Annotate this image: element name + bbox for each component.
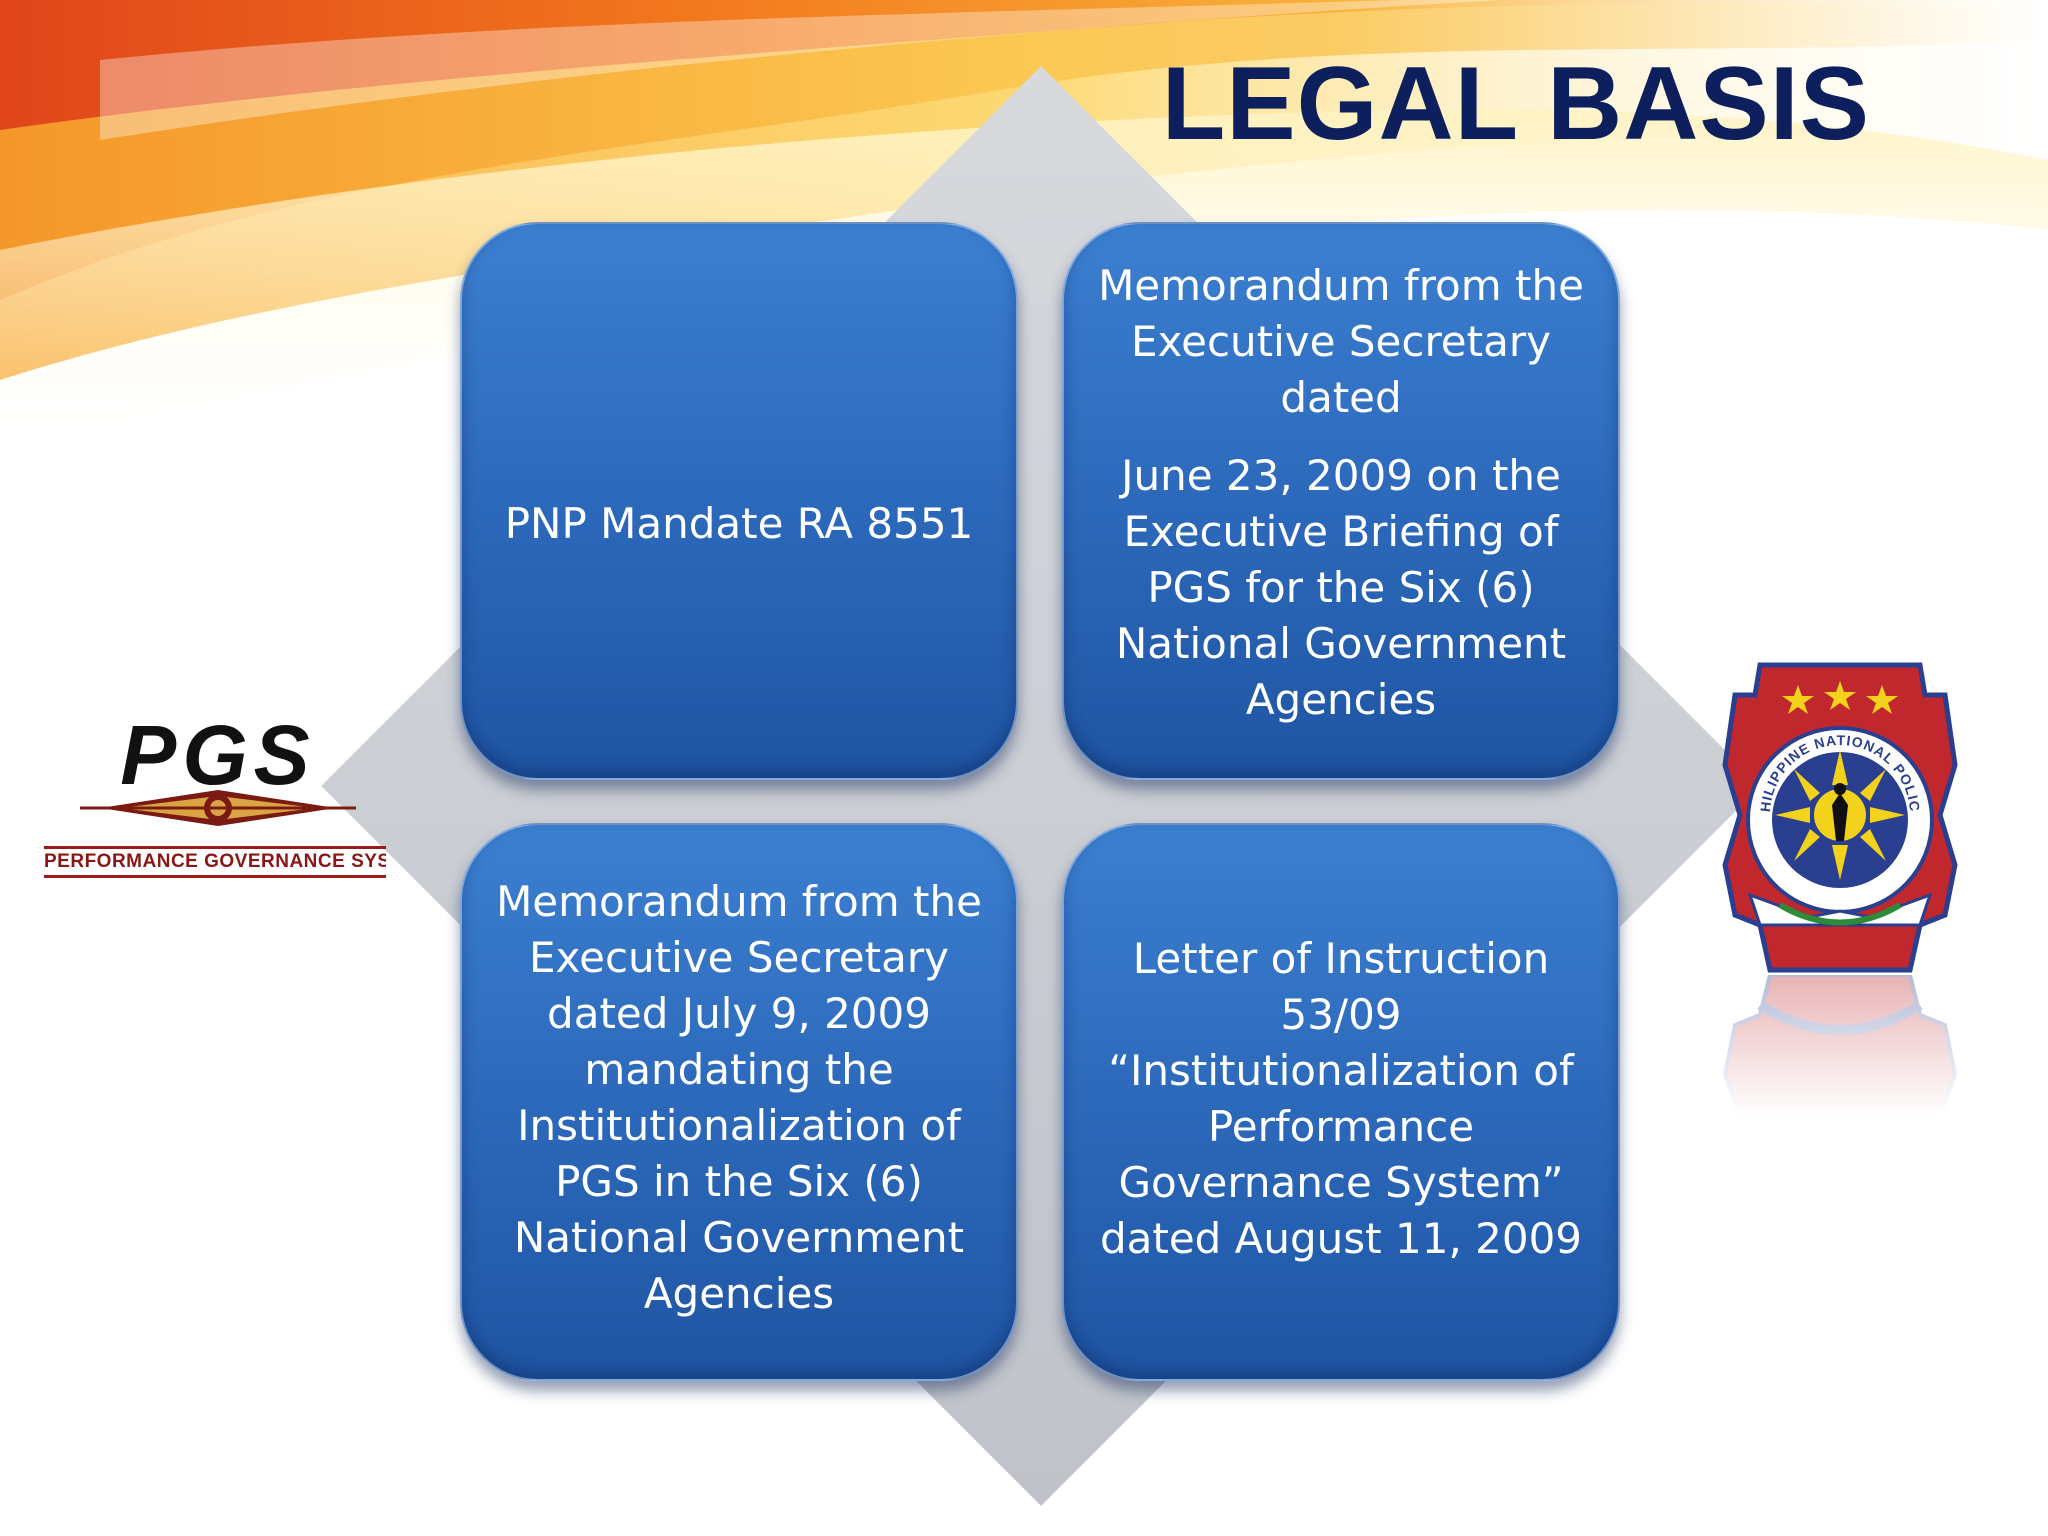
box-letter-of-instruction-text: Letter of Instruction 53/09 “Institution…	[1099, 934, 1583, 1263]
pgs-logo: PGS	[80, 712, 356, 826]
pgs-logo-caption: PERFORMANCE GOVERNANCE SYSTEM	[44, 846, 386, 878]
pnp-seal-reflection	[1720, 975, 1960, 1115]
pgs-emblem-icon	[80, 790, 356, 826]
box-pnp-mandate: PNP Mandate RA 8551	[460, 222, 1018, 780]
box-pnp-mandate-text: PNP Mandate RA 8551	[504, 499, 974, 548]
star-icons	[1782, 681, 1898, 714]
figure-icon	[1832, 783, 1848, 841]
pgs-logo-letters: PGS	[120, 712, 315, 802]
box-memo-june: Memorandum from the Executive Secretary …	[1062, 222, 1620, 780]
box-memo-june-text-1: Memorandum from the Executive Secretary …	[1098, 261, 1584, 422]
slide-title: LEGAL BASIS	[1161, 46, 1870, 162]
box-letter-of-instruction: Letter of Instruction 53/09 “Institution…	[1062, 823, 1620, 1381]
box-memo-july: Memorandum from the Executive Secretary …	[460, 823, 1018, 1381]
pnp-seal-logo: PHILIPPINE NATIONAL POLICE SERVICE HONOR…	[1720, 655, 1958, 973]
box-memo-july-text: Memorandum from the Executive Secretary …	[496, 877, 982, 1318]
box-memo-june-text-2: June 23, 2009 on the Executive Briefing …	[1115, 451, 1567, 724]
